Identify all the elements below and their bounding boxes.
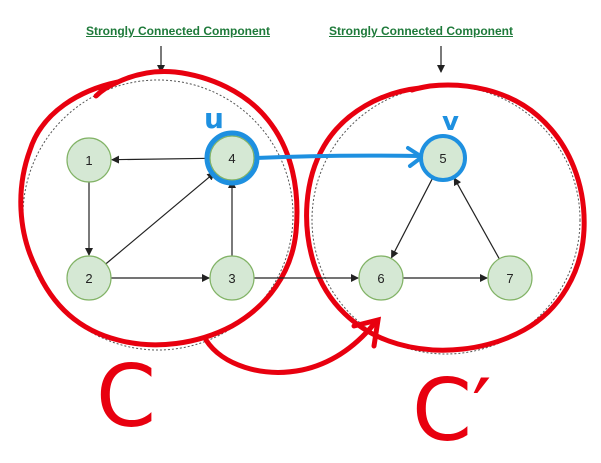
blue-edge-u-to-v (254, 153, 422, 160)
node-6: 6 (358, 255, 404, 301)
node-circle-1 (66, 137, 112, 183)
red-connector-arc (203, 321, 377, 375)
edge-4-to-1 (110, 155, 211, 164)
highlight-node-4 (204, 130, 260, 186)
v-label: v (442, 107, 459, 137)
edge-5-to-6 (391, 177, 434, 259)
node-label-5: 5 (439, 151, 446, 166)
highlight-node-5 (419, 134, 467, 182)
node-label-4: 4 (228, 151, 235, 166)
node-1: 1 (66, 137, 112, 183)
red-connector-arrowhead (351, 316, 382, 349)
node-circle-4 (209, 135, 255, 181)
component-title-left: Strongly Connected Component (86, 24, 270, 38)
node-label-3: 3 (228, 271, 235, 286)
node-label-7: 7 (506, 271, 513, 286)
node-7: 7 (487, 255, 533, 301)
component-boundary-left (22, 79, 294, 351)
c-label: C (96, 347, 156, 447)
u-label: u (204, 102, 224, 135)
node-circle-6 (358, 255, 404, 301)
component-title-right: Strongly Connected Component (329, 24, 513, 38)
edge-2-to-4 (105, 172, 216, 265)
node-label-6: 6 (377, 271, 384, 286)
red-outline-left (18, 69, 300, 348)
node-4: 4 (209, 135, 255, 181)
edge-7-to-5 (453, 177, 500, 260)
node-circle-7 (487, 255, 533, 301)
node-circle-3 (209, 255, 255, 301)
c-prime-label: C′ (412, 361, 492, 461)
node-2: 2 (66, 255, 112, 301)
node-circle-2 (66, 255, 112, 301)
node-label-2: 2 (85, 271, 92, 286)
component-boundary-right (311, 85, 581, 355)
node-3: 3 (209, 255, 255, 301)
node-label-1: 1 (85, 153, 92, 168)
red-outline-right (304, 82, 587, 353)
